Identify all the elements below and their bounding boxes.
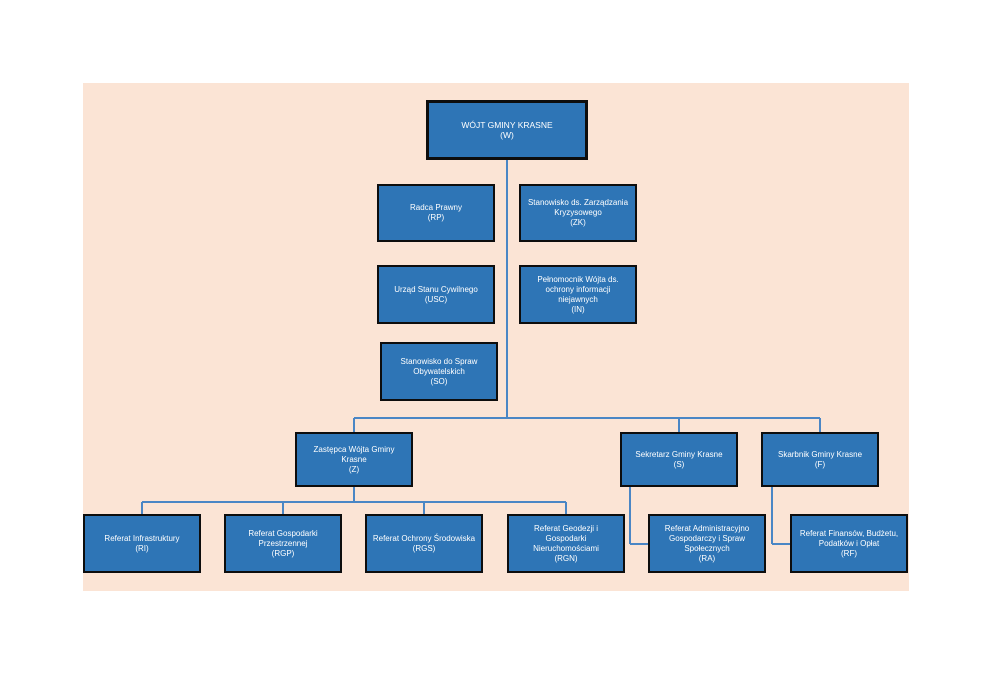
node-name: Referat Geodezji i Gospodarki Nieruchomo… — [533, 523, 599, 553]
node-code: (USC) — [424, 294, 448, 304]
node-code: (F) — [814, 459, 826, 469]
box-pelnomocnik-informacji-niejawnych: Pełnomocnik Wójta ds. ochrony informacji… — [519, 265, 637, 324]
node-code: (RF) — [841, 548, 857, 558]
node-code: (RGP) — [271, 548, 295, 558]
node-name: Referat Infrastruktury — [104, 533, 180, 543]
node-code: (S) — [673, 459, 685, 469]
box-referat-infrastruktury: Referat Infrastruktury (RI) — [83, 514, 201, 573]
node-name: Referat Gospodarki Przestrzennej — [248, 528, 318, 548]
node-code: (ZK) — [570, 218, 586, 227]
box-zastepca-wojta: Zastępca Wójta Gminy Krasne (Z) — [295, 432, 413, 487]
node-name: Referat Finansów, Budżetu, Podatków i Op… — [799, 528, 899, 548]
node-name: Pełnomocnik Wójta ds. ochrony informacji… — [537, 274, 619, 304]
box-urzad-stanu-cywilnego: Urząd Stanu Cywilnego (USC) — [377, 265, 495, 324]
node-name: Referat Ochrony Środowiska — [372, 533, 476, 543]
head-box-wojt: WÓJT GMINY KRASNE (W) — [426, 100, 588, 160]
box-skarbnik: Skarbnik Gminy Krasne (F) — [761, 432, 879, 487]
box-referat-administracyjny: Referat Administracyjno Gospodarczy i Sp… — [648, 514, 766, 573]
node-code: (IN) — [571, 304, 585, 314]
box-referat-finansow: Referat Finansów, Budżetu, Podatków i Op… — [790, 514, 908, 573]
box-sekretarz: Sekretarz Gminy Krasne (S) — [620, 432, 738, 487]
node-code: (RGS) — [412, 543, 436, 553]
box-radca-prawny: Radca Prawny (RP) — [377, 184, 495, 242]
node-code: (RA) — [698, 553, 716, 563]
node-name: Urząd Stanu Cywilnego — [394, 284, 478, 294]
node-code: (W) — [500, 130, 514, 140]
node-name: Sekretarz Gminy Krasne — [635, 449, 723, 459]
box-sprawy-obywatelskie: Stanowisko do Spraw Obywatelskich (SO) — [380, 342, 498, 401]
box-zarzadzanie-kryzysowe: Stanowisko ds. Zarządzania Kryzysowego (… — [519, 184, 637, 242]
box-referat-gospodarki-przestrzennej: Referat Gospodarki Przestrzennej (RGP) — [224, 514, 342, 573]
node-code: (RP) — [427, 213, 445, 222]
node-name: Radca Prawny — [409, 203, 463, 212]
box-referat-ochrony-srodowiska: Referat Ochrony Środowiska (RGS) — [365, 514, 483, 573]
node-name: WÓJT GMINY KRASNE — [461, 120, 553, 130]
node-code: (RGN) — [554, 553, 578, 563]
node-name: Stanowisko do Spraw Obywatelskich — [400, 356, 478, 376]
node-name: Stanowisko ds. Zarządzania Kryzysowego — [527, 198, 629, 217]
node-name: Zastępca Wójta Gminy Krasne — [313, 444, 395, 464]
node-name: Skarbnik Gminy Krasne — [777, 449, 863, 459]
node-code: (Z) — [348, 464, 360, 474]
box-referat-geodezji: Referat Geodezji i Gospodarki Nieruchomo… — [507, 514, 625, 573]
node-name: Referat Administracyjno Gospodarczy i Sp… — [664, 523, 750, 553]
node-code: (SO) — [430, 376, 448, 386]
node-code: (RI) — [135, 543, 149, 553]
